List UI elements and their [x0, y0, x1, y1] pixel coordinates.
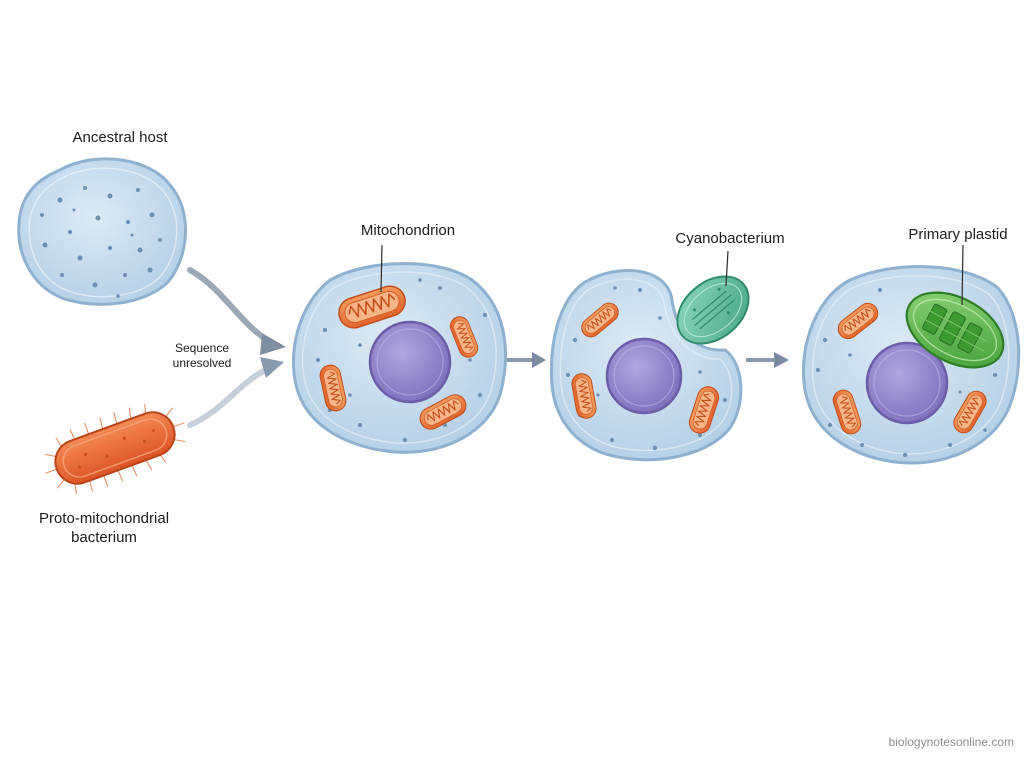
proto-mitochondrial-bacterium	[44, 404, 186, 495]
proto-mitochondrial-bacterium-label: Proto-mitochondrial bacterium	[14, 509, 194, 547]
arrow-step-2	[507, 352, 546, 368]
bacterium-label-line-2: bacterium	[71, 529, 137, 546]
cyanobacterium-pointer	[725, 250, 729, 287]
host-granules	[40, 186, 162, 298]
arrow-head-lower	[260, 357, 284, 378]
mitochondrion-pointer	[380, 244, 383, 293]
host-with-primary-plastid-cell	[801, 265, 1021, 465]
host-with-mitochondria-cell	[291, 262, 507, 454]
nucleus	[368, 320, 452, 404]
sequence-unresolved-label: Sequence unresolved	[152, 341, 252, 371]
host-engulfing-cyanobacterium-cell	[549, 268, 743, 462]
nucleus	[865, 341, 949, 425]
nucleus	[605, 337, 683, 415]
arrow-head-upper	[260, 333, 286, 355]
primary-plastid-label: Primary plastid	[908, 226, 1008, 243]
cyanobacterium	[676, 275, 750, 345]
source-credit: biologynotesonline.com	[888, 735, 1014, 749]
ancestral-host-cell	[17, 157, 187, 306]
sequence-label-line-2: unresolved	[172, 356, 232, 370]
primary-plastid	[905, 291, 1005, 369]
ancestral-host-label: Ancestral host	[72, 129, 168, 146]
primary-plastid-pointer	[961, 244, 964, 306]
sequence-label-line-1: Sequence	[174, 341, 230, 355]
arrow-step-3	[746, 352, 789, 368]
bacterium-label-line-1: Proto-mitochondrial	[38, 510, 170, 527]
cyanobacterium-label: Cyanobacterium	[675, 230, 785, 247]
mitochondrion-label: Mitochondrion	[360, 222, 456, 239]
